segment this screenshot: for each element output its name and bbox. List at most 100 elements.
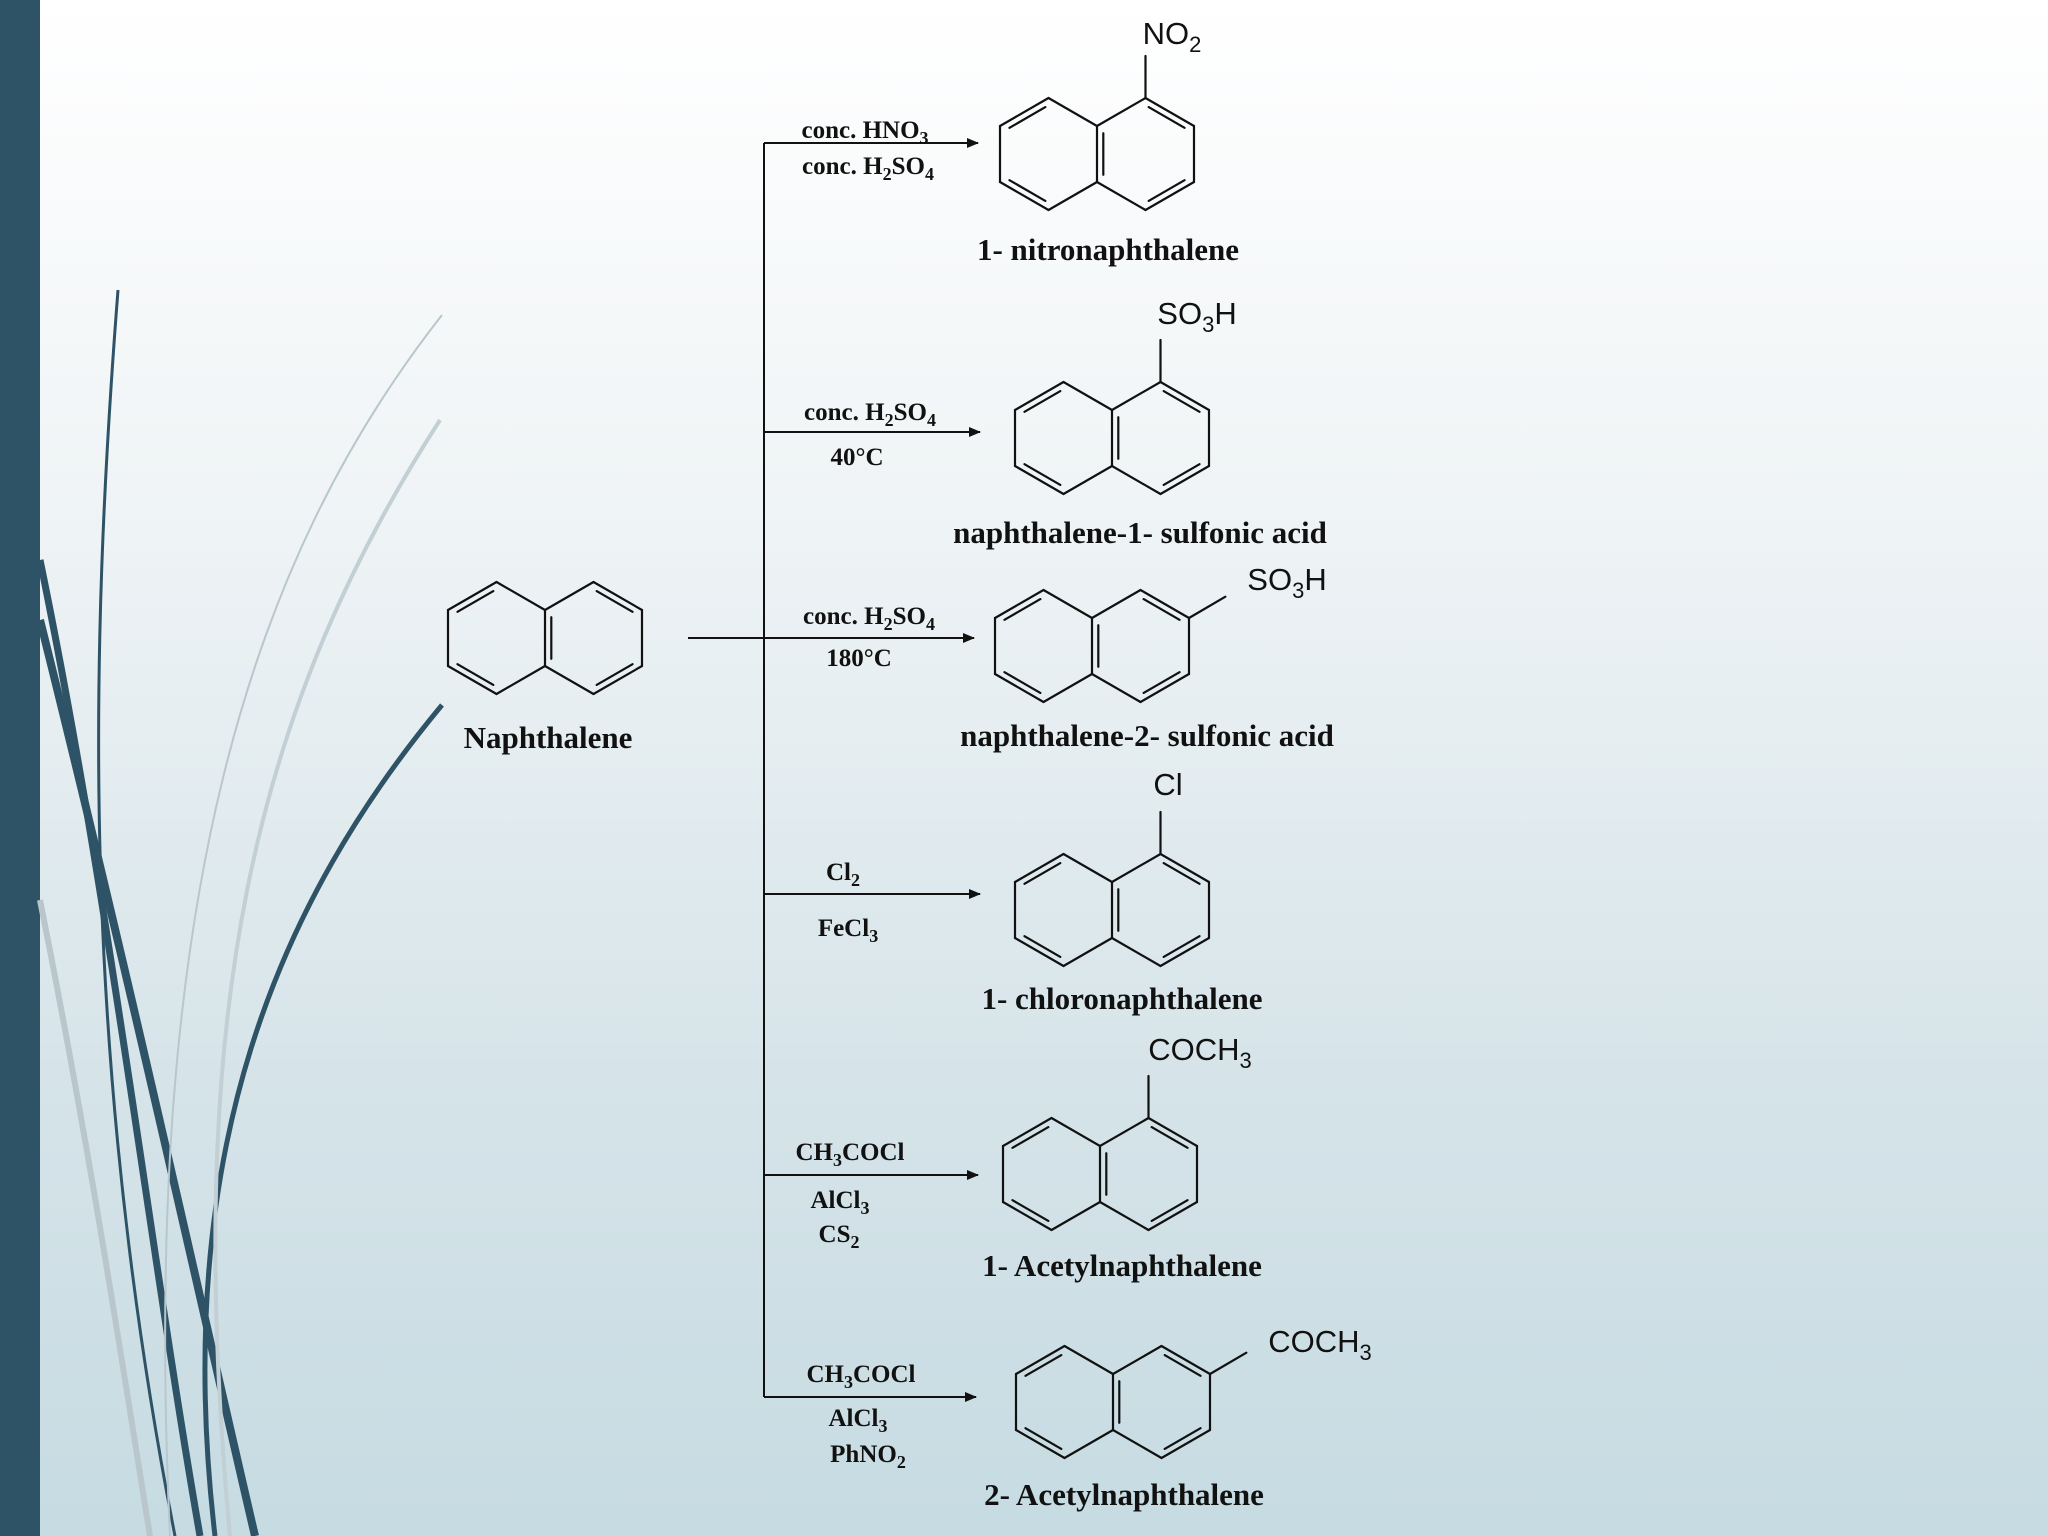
bond-line (446, 580, 498, 612)
product-name: naphthalene-1- sulfonic acid (953, 515, 1327, 550)
product-naphthalene-1-sulfonic-acid: SO3H conc. H2SO4 40°C naphthalene-1- sul… (804, 296, 1327, 550)
bond-line (1150, 1199, 1189, 1223)
bond-line (1147, 105, 1186, 129)
acetyl-group-label: COCH3 (1268, 1324, 1372, 1365)
bond-line (1090, 672, 1142, 704)
reagent-line: conc. H2SO4 (802, 153, 934, 184)
bond-line (1162, 390, 1201, 413)
bond-line (1142, 597, 1181, 621)
naphthalene-2-sulfonic-acid-structure (993, 588, 1227, 704)
bond-line (1147, 179, 1186, 202)
chloronaphthalene-structure (1013, 810, 1211, 968)
acetyl-group-label: COCH3 (1148, 1032, 1252, 1073)
bond-line (495, 580, 547, 612)
bond-line (993, 672, 1045, 704)
nitro-group-label: NO2 (1143, 16, 1202, 57)
chloro-group-label: Cl (1153, 767, 1182, 802)
swoosh-line (36, 559, 204, 1536)
bond-line (1163, 1427, 1202, 1451)
bond-line (1095, 180, 1147, 212)
bond-line (1095, 96, 1147, 128)
bond-line (1063, 1428, 1115, 1460)
bond-line (1139, 672, 1191, 704)
bond-line (1098, 1116, 1150, 1148)
reagent-line: FeCl3 (818, 915, 878, 946)
bond-line (1098, 1200, 1150, 1232)
naphthalene-structure (446, 580, 644, 696)
bond-line (595, 589, 634, 613)
bond-line (1142, 671, 1181, 695)
bond-line (1139, 588, 1191, 620)
product-chloronaphthalene: Cl Cl2 FeCl3 1- chloronaphthalene (818, 767, 1263, 1016)
product-2-acetylnaphthalene: COCH3 CH3COCl AlCl3 PhNO2 2- Acetylnapht… (807, 1324, 1372, 1512)
bond-line (1062, 464, 1114, 496)
bond-line (1008, 105, 1047, 129)
bond-line (1110, 852, 1162, 884)
reagent-line: CS2 (819, 1221, 860, 1252)
bond-line (592, 580, 644, 612)
bond-line (456, 589, 495, 613)
bond-line (1001, 1200, 1053, 1232)
swoosh-line (202, 703, 444, 1536)
product-nitronaphthalene: NO2 conc. HNO3 conc. H2SO4 1- nitronapht… (801, 16, 1239, 267)
bond-line (1013, 380, 1065, 412)
bond-line (1003, 671, 1042, 695)
swoosh-line (164, 314, 443, 1536)
bond-line (1062, 852, 1114, 884)
substituent-bond (1187, 595, 1227, 620)
reagent-line: conc. HNO3 (801, 117, 928, 148)
nitronaphthalene-structure (998, 54, 1196, 212)
bond-line (1042, 588, 1094, 620)
reagent-line: Cl2 (826, 859, 860, 890)
bond-line (595, 663, 634, 687)
bond-line (1001, 1116, 1053, 1148)
reagent-line: PhNO2 (830, 1441, 906, 1472)
bond-line (543, 580, 595, 612)
bond-line (1063, 1344, 1115, 1376)
bond-line (1013, 852, 1065, 884)
bond-line (1150, 1125, 1189, 1149)
bond-line (1160, 1428, 1212, 1460)
bond-line (1023, 935, 1062, 959)
bond-line (993, 588, 1045, 620)
bond-line (592, 664, 644, 696)
bond-line (543, 664, 595, 696)
bond-line (1024, 1427, 1063, 1451)
naphthalene-1-sulfonic-acid-structure (1013, 338, 1211, 496)
bond-line (1008, 179, 1047, 202)
bond-line (1050, 1200, 1102, 1232)
reagent-line: 180°C (826, 645, 892, 672)
substituent-bond (1208, 1351, 1248, 1376)
reagent-line: AlCl3 (811, 1187, 870, 1218)
sulfonic-group-label: SO3H (1247, 562, 1326, 603)
bond-line (1163, 1353, 1202, 1377)
bond-line (1147, 1116, 1199, 1148)
bond-line (1159, 852, 1211, 884)
bond-line (1023, 390, 1062, 413)
bond-line (1023, 463, 1062, 486)
bond-line (495, 664, 547, 696)
bond-line (1159, 464, 1211, 496)
reaction-arrows (688, 138, 981, 1402)
bond-line (1159, 936, 1211, 968)
bond-line (446, 664, 498, 696)
bond-line (998, 180, 1050, 212)
bond-line (1014, 1344, 1066, 1376)
1-acetylnaphthalene-structure (1001, 1074, 1199, 1232)
bond-line (1050, 1116, 1102, 1148)
2-acetylnaphthalene-structure (1014, 1344, 1248, 1460)
bond-line (1003, 597, 1042, 621)
bond-line (1090, 588, 1142, 620)
product-1-acetylnaphthalene: COCH3 CH3COCl AlCl3 CS2 1- Acetylnaphtha… (796, 1032, 1262, 1283)
bond-line (1144, 96, 1196, 128)
bond-line (1023, 861, 1062, 885)
reactant-label: Naphthalene (464, 720, 633, 755)
reagent-line: 40°C (830, 444, 883, 471)
product-name: 1- Acetylnaphthalene (982, 1248, 1262, 1283)
bond-line (1062, 380, 1114, 412)
bond-line (1111, 1428, 1163, 1460)
bond-line (998, 96, 1050, 128)
bond-line (456, 663, 495, 687)
